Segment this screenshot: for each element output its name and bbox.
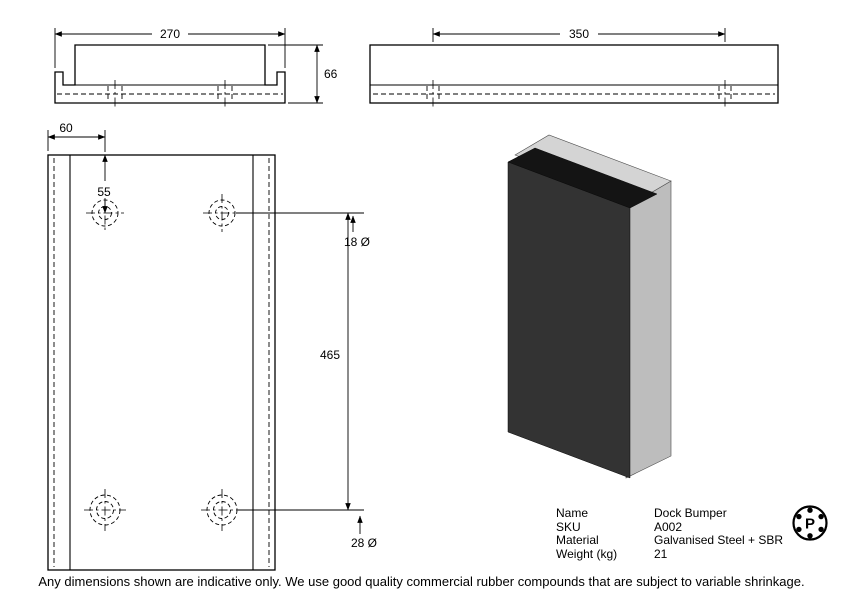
spec-value: A002 — [654, 519, 683, 534]
dim-label-hole-spacing: 465 — [320, 348, 340, 362]
logo-ring — [792, 505, 828, 541]
dim-label-edge-offset: 60 — [59, 121, 73, 135]
front-view-outline — [47, 154, 276, 571]
dim-label-bottom-hole-dia: 28 Ø — [351, 536, 377, 550]
front-view: 60 55 465 18 Ø 28 Ø — [47, 121, 377, 571]
dimension-465: 465 — [236, 212, 364, 511]
spec-value: Dock Bumper — [654, 506, 727, 520]
logo-letter: P — [805, 516, 815, 533]
hole-top-right — [203, 194, 241, 232]
spec-table: Name Dock Bumper SKU A002 Material Galva… — [556, 506, 784, 562]
callout-top-hole-diameter: 18 Ø — [344, 215, 370, 249]
spec-row-sku: SKU A002 — [556, 519, 783, 535]
spec-row-name: Name Dock Bumper — [556, 506, 783, 521]
side-view: 350 — [369, 27, 779, 107]
dim-label-top-hole-dia: 18 Ø — [344, 235, 370, 249]
spec-label: Name — [556, 506, 589, 520]
side-view-right-bolt-hidden — [718, 80, 732, 107]
dim-label-top-offset: 55 — [97, 185, 111, 199]
spec-value: Galvanised Steel + SBR — [654, 533, 784, 547]
spec-value: 21 — [654, 546, 668, 561]
steel-plate-side-face — [625, 180, 672, 479]
dim-label-width: 270 — [160, 27, 180, 41]
dimension-60: 60 — [47, 121, 106, 152]
hole-bottom-right — [201, 489, 243, 531]
spec-label: SKU — [556, 519, 581, 534]
spec-label: Material — [556, 533, 599, 547]
spec-label: Weight (kg) — [556, 546, 618, 561]
rubber-front-face — [507, 161, 631, 479]
spec-row-weight: Weight (kg) 21 — [556, 546, 783, 562]
dimension-66: 66 — [268, 44, 338, 104]
top-section-view: 270 66 — [54, 27, 338, 107]
side-view-outline — [369, 44, 779, 104]
dim-label-length: 350 — [569, 27, 589, 41]
dimension-350: 350 — [432, 27, 726, 42]
callout-bottom-hole-diameter: 28 Ø — [351, 515, 377, 550]
spec-row-material: Material Galvanised Steel + SBR — [556, 533, 784, 548]
isometric-view — [507, 134, 672, 479]
hole-bottom-left — [84, 489, 126, 531]
logo-dots — [796, 507, 824, 539]
dimension-55: 55 — [97, 154, 111, 214]
top-view-left-bolt-hidden — [107, 80, 123, 107]
dim-label-thickness: 66 — [324, 67, 338, 81]
top-view-right-bolt-hidden — [217, 80, 233, 107]
brand-logo: P — [792, 505, 828, 541]
disclaimer-text: Any dimensions shown are indicative only… — [38, 574, 805, 589]
top-view-outline — [54, 44, 286, 104]
side-view-left-bolt-hidden — [426, 80, 440, 107]
dimension-270: 270 — [54, 27, 286, 68]
